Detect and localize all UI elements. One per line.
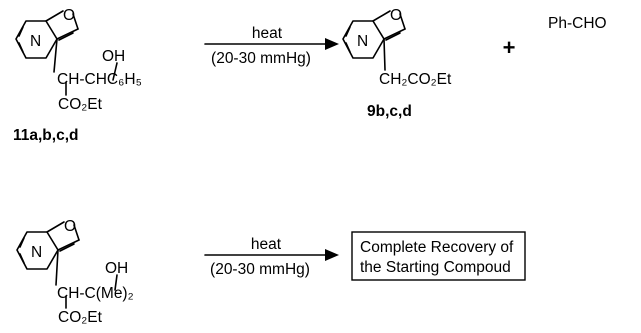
reactant-2-hydroxyl-label: OH [105,260,128,277]
reactant-11-structure: N O OH CH-CHC₆H₅ CO₂Et [15,7,142,113]
reaction-arrow-2 [204,249,339,261]
reactant-2-chain-label: CH-C(Me)₂ [57,285,134,302]
product-9-structure: N O CH₂CO₂Et [342,7,452,88]
arrow-2-condition-top: heat [251,236,282,253]
arrow-1-condition-top: heat [252,25,283,42]
compound-id-11: 11a,b,c,d [13,127,78,144]
arrow-1-condition-bottom: (20-30 mmHg) [211,50,311,67]
product-ring-nitrogen-label: N [357,33,368,50]
arrow-2-condition-bottom: (20-30 mmHg) [210,261,310,278]
byproduct-benzaldehyde: Ph-CHO [548,15,607,32]
hydroxyl-label: OH [102,48,125,65]
ester-label: CO₂Et [58,96,103,113]
product-chain-label: CH₂CO₂Et [379,71,452,88]
ring-oxygen-label: O [63,7,75,24]
result-line-1: Complete Recovery of [360,239,514,256]
reactant-2-ring-oxygen-label: O [64,218,76,235]
reactant-2-structure: N O OH CH-C(Me)₂ CO₂Et [16,218,134,326]
product-ring-oxygen-label: O [390,7,402,24]
result-line-2: the Starting Compoud [360,259,511,276]
result-box [351,231,526,281]
plus-sign: + [503,35,516,60]
reaction-arrow-1 [204,38,339,50]
compound-id-9: 9b,c,d [367,103,412,120]
side-chain-label: CH-CHC₆H₅ [57,71,142,88]
ring-nitrogen-label: N [30,33,41,50]
reactant-2-ring-nitrogen-label: N [31,244,42,261]
reactant-2-ester-label: CO₂Et [58,309,103,326]
